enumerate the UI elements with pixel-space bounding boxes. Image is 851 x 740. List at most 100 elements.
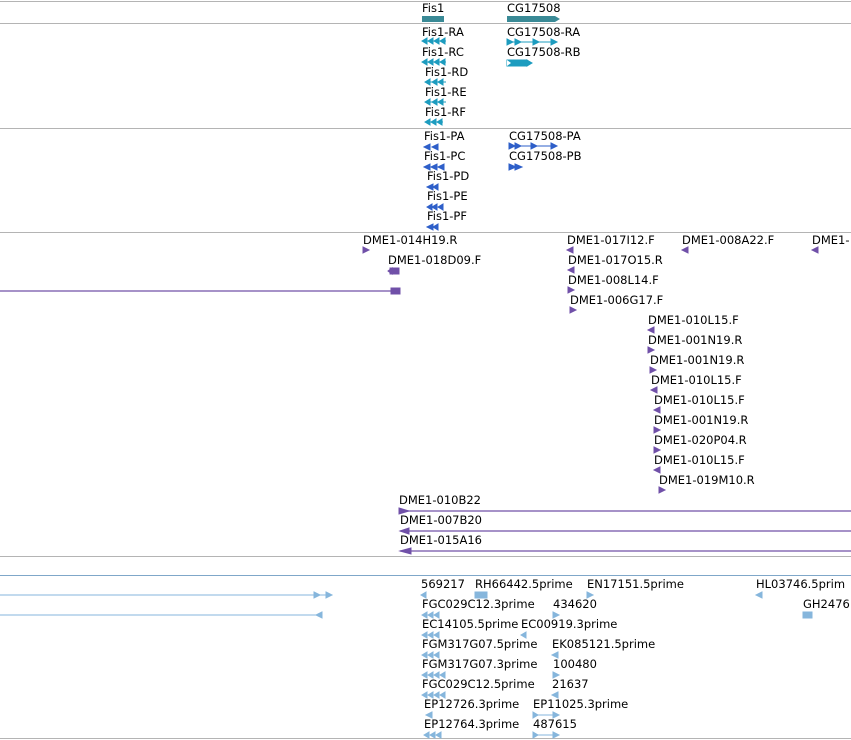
protein-label[interactable]: CG17508-PB — [509, 149, 582, 163]
bac-end-marker[interactable] — [565, 246, 574, 254]
bac-end-marker[interactable] — [647, 346, 656, 354]
transcript-feature-fis1-re[interactable] — [424, 98, 446, 106]
est-marker[interactable] — [802, 611, 813, 619]
bac-end-label[interactable]: DME1-017O15.R — [568, 253, 663, 267]
est-feature[interactable] — [421, 631, 440, 639]
bac-end-label[interactable]: DME1-017I12.F — [567, 233, 655, 247]
bac-end-label[interactable]: DME1-008L14.F — [568, 273, 659, 287]
est-marker[interactable] — [550, 691, 559, 699]
transcript-label[interactable]: Fis1-RF — [425, 105, 467, 119]
protein-feature-cg17508-pb[interactable] — [508, 163, 524, 171]
bac-end-label[interactable]: DME1-006G17.F — [570, 293, 664, 307]
protein-label[interactable]: Fis1-PA — [424, 129, 465, 143]
bac-end-marker[interactable] — [567, 286, 576, 294]
bac-end-marker[interactable] — [680, 246, 689, 254]
bac-end-label[interactable]: DME1-001N19.R — [648, 333, 743, 347]
est-marker[interactable] — [474, 591, 488, 599]
est-label[interactable]: 569217 — [421, 577, 465, 591]
transcript-feature-fis1-rd[interactable] — [424, 78, 446, 86]
est-label[interactable]: 487615 — [533, 717, 577, 731]
protein-feature-fis1-pa[interactable] — [422, 143, 439, 151]
est-marker[interactable] — [420, 591, 427, 599]
bac-end-marker[interactable] — [652, 466, 661, 474]
protein-feature-fis1-pf[interactable] — [425, 223, 439, 231]
bac-end-marker[interactable] — [649, 386, 658, 394]
est-marker[interactable] — [424, 711, 433, 719]
est-feature[interactable] — [421, 691, 446, 699]
est-marker[interactable] — [550, 651, 559, 659]
bac-end-label[interactable]: DME1-014H19.R — [363, 233, 458, 247]
est-label[interactable]: EP12726.3prime — [424, 697, 520, 711]
gene-feature-cg17508[interactable] — [507, 16, 555, 22]
est-label[interactable]: EC14105.5prime — [422, 617, 519, 631]
transcript-label[interactable]: Fis1-RE — [425, 85, 467, 99]
est-feature[interactable] — [532, 731, 561, 739]
est-feature[interactable] — [532, 711, 561, 719]
est-label[interactable]: FGC029C12.5prime — [422, 677, 535, 691]
est-label[interactable]: 434620 — [553, 597, 597, 611]
est-marker[interactable] — [754, 591, 763, 599]
bac-end-label[interactable]: DME1-001N19.R — [650, 353, 745, 367]
bac-end-label[interactable]: DME1-010L15.F — [648, 313, 739, 327]
bac-clone-label[interactable]: DME1-007B20 — [400, 513, 482, 527]
protein-label[interactable]: CG17508-PA — [509, 129, 581, 143]
transcript-feature-fis1-rc[interactable] — [421, 58, 446, 66]
bac-end-marker[interactable] — [398, 527, 410, 535]
est-marker[interactable] — [552, 611, 561, 619]
est-label[interactable]: RH66442.5prime — [475, 577, 573, 591]
transcript-label[interactable]: Fis1-RA — [422, 25, 464, 39]
est-label[interactable]: EN17151.5prime — [587, 577, 684, 591]
transcript-feature-fis1-rf[interactable] — [424, 118, 443, 126]
bac-end-label[interactable]: DME1-019M10.R — [659, 473, 755, 487]
bac-end-marker[interactable] — [398, 507, 411, 515]
protein-feature-cg17508-pa[interactable] — [508, 142, 559, 150]
gene-label[interactable]: Fis1 — [422, 1, 445, 15]
bac-end-marker[interactable] — [398, 547, 412, 555]
bac-end-marker[interactable] — [566, 266, 575, 274]
bac-clone-label[interactable]: DME1-010B22 — [399, 493, 481, 507]
bac-end-label[interactable]: DME1-010L15.F — [654, 393, 745, 407]
est-feature[interactable] — [421, 651, 440, 659]
protein-feature-fis1-pd[interactable] — [425, 183, 439, 191]
bac-end-label[interactable]: DME1-018D09.F — [388, 253, 482, 267]
bac-end-marker[interactable] — [362, 246, 371, 254]
transcript-label[interactable]: CG17508-RB — [507, 45, 581, 59]
transcript-label[interactable]: Fis1-RC — [422, 45, 464, 59]
gene-label[interactable]: CG17508 — [507, 1, 561, 15]
bac-end-label[interactable]: DME1-008A22.F — [682, 233, 775, 247]
est-label[interactable]: EP12764.3prime — [424, 717, 520, 731]
est-label[interactable]: EC00919.3prime — [521, 617, 618, 631]
bac-end-marker[interactable] — [810, 246, 819, 254]
est-label[interactable]: FGM317G07.3prime — [422, 657, 538, 671]
protein-label[interactable]: Fis1-PE — [427, 189, 468, 203]
bac-end-marker[interactable] — [653, 426, 662, 434]
est-feature[interactable] — [423, 731, 442, 739]
transcript-feature-cg17508-rb[interactable] — [506, 59, 533, 67]
bac-end-marker[interactable] — [646, 326, 655, 334]
gene-feature-fis1[interactable] — [422, 16, 444, 22]
protein-label[interactable]: Fis1-PD — [427, 169, 470, 183]
est-label[interactable]: GH2476 — [803, 597, 850, 611]
protein-feature-fis1-pc[interactable] — [422, 163, 445, 171]
bac-end-marker[interactable] — [569, 306, 578, 314]
bac-end-marker[interactable] — [658, 486, 667, 494]
bac-end-label[interactable]: DME1-001N19.R — [654, 413, 749, 427]
est-label[interactable]: HL03746.5prim — [756, 577, 846, 591]
transcript-label[interactable]: Fis1-RD — [425, 65, 469, 79]
bac-end-marker[interactable] — [390, 287, 401, 295]
est-label[interactable]: EP11025.3prime — [533, 697, 629, 711]
est-label[interactable]: 100480 — [553, 657, 597, 671]
transcript-feature-fis1-ra[interactable] — [421, 37, 446, 45]
est-marker[interactable] — [552, 671, 561, 679]
transcript-feature-cg17508-ra[interactable] — [506, 38, 559, 46]
bac-end-marker[interactable] — [652, 406, 661, 414]
protein-label[interactable]: Fis1-PF — [427, 209, 467, 223]
est-label[interactable]: EK085121.5prime — [552, 637, 656, 651]
est-marker[interactable] — [520, 631, 527, 639]
bac-end-label[interactable]: DME1-020P04.R — [654, 433, 747, 447]
bac-end-marker[interactable] — [649, 366, 658, 374]
transcript-label[interactable]: CG17508-RA — [507, 25, 581, 39]
est-label[interactable]: 21637 — [552, 677, 589, 691]
bac-end-label[interactable]: DME1-010L15.F — [654, 453, 745, 467]
bac-end-label[interactable]: DME1- — [812, 233, 850, 247]
